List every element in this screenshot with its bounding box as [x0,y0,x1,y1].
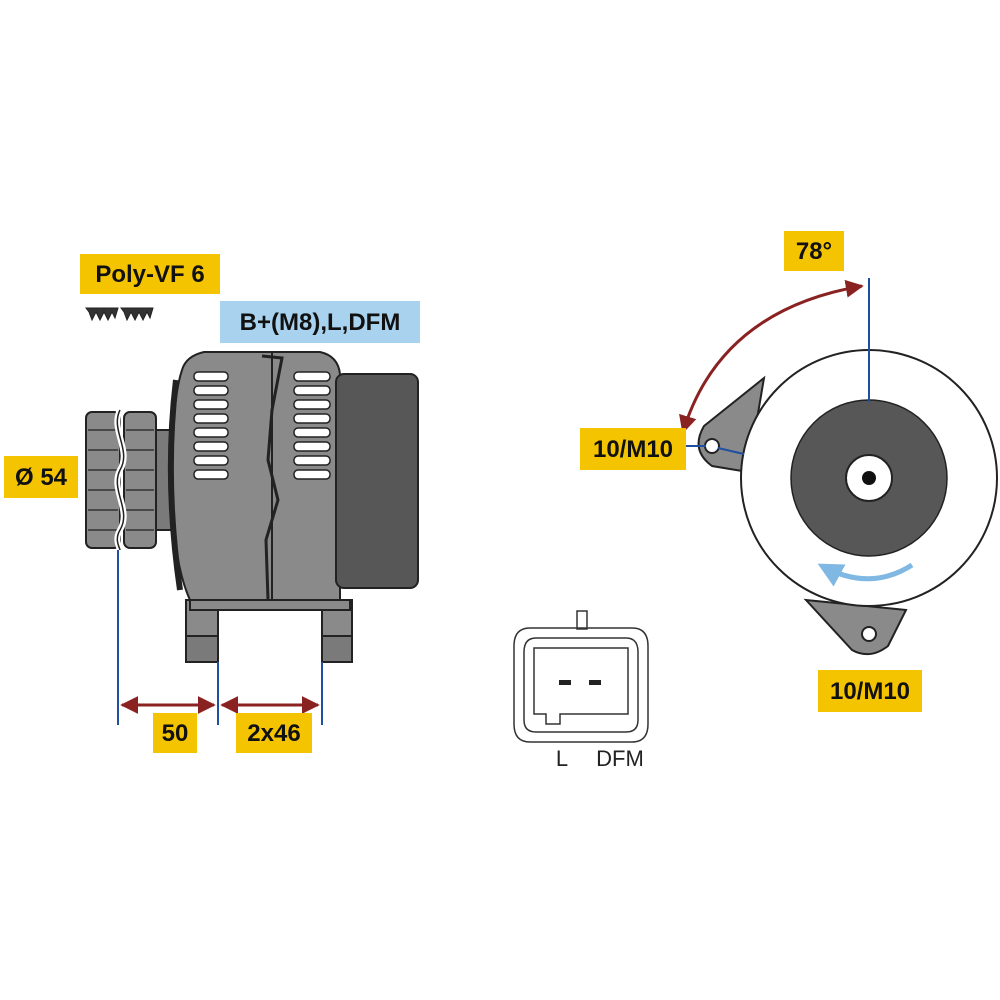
rotation-arrow-icon [817,562,914,587]
label-dim-mount-spacing: 2x46 [236,713,312,753]
svg-text:50: 50 [162,720,189,747]
mounting-feet [185,599,353,663]
mount-ear-bottom [803,598,908,656]
label-terminals: B+(M8),L,DFM [220,301,420,343]
label-mount-bottom: 10/M10 [818,670,922,712]
label-pulley-diameter: Ø 54 [4,456,78,498]
svg-text:78°: 78° [796,238,832,265]
label-angle: 78° [784,231,844,271]
svg-text:10/M10: 10/M10 [593,436,673,463]
rear-cover [335,373,419,589]
side-view [85,307,419,725]
svg-text:Ø 54: Ø 54 [15,464,68,491]
svg-text:Poly-VF 6: Poly-VF 6 [95,261,204,288]
angle-arc [679,279,864,434]
connector-pin-l: L [556,746,568,771]
connector [513,610,649,743]
angle-guides [686,278,870,455]
v-belt-groove-icon [85,307,154,322]
front-housing [167,351,273,601]
svg-text:10/M10: 10/M10 [830,678,910,705]
mount-hole-top [704,438,720,454]
connector-pin-dfm: DFM [596,746,644,771]
front-view [679,278,998,656]
label-mount-top: 10/M10 [580,428,686,470]
rear-housing [261,351,341,601]
label-dim-pulley-offset: 50 [153,713,197,753]
mount-hole-bottom [861,626,877,642]
pulley [85,408,173,551]
svg-text:2x46: 2x46 [247,720,300,747]
dimension-guides [117,550,323,725]
svg-text:B+(M8),L,DFM: B+(M8),L,DFM [240,309,401,336]
label-pulley-type: Poly-VF 6 [80,254,220,294]
shaft-center [862,471,876,485]
